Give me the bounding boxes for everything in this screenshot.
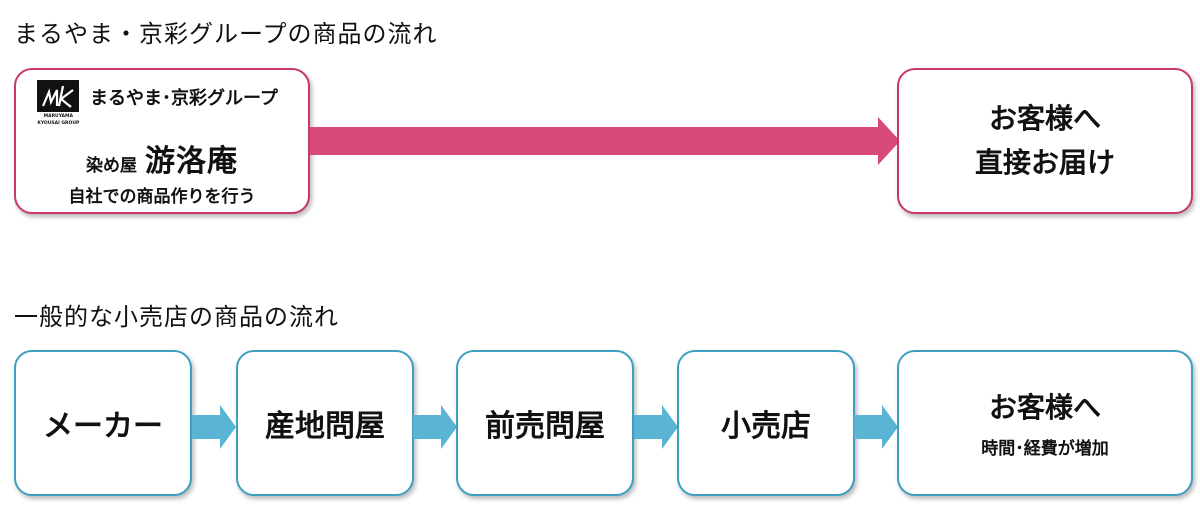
- top-section-title: まるやま・京彩グループの商品の流れ: [14, 20, 438, 48]
- flow-arrow-icon: [634, 405, 678, 449]
- flow-arrow-icon: [192, 405, 236, 449]
- step-box-maker: メーカー: [14, 350, 192, 496]
- logo-caption-2: KYOUSAI GROUP: [37, 120, 79, 126]
- destination-general-note: 時間･経費が増加: [981, 438, 1109, 459]
- shop-name: 游洛庵: [145, 144, 238, 179]
- brand-header: MARUYAMA KYOUSAI GROUP まるやま･京彩グループ: [34, 80, 278, 126]
- shop-description: 自社での商品作りを行う: [68, 187, 256, 207]
- step-box-retailer: 小売店: [677, 350, 855, 496]
- step-box-wholesaler: 前売問屋: [456, 350, 634, 496]
- step-box-origin-wholesaler: 産地問屋: [236, 350, 414, 496]
- flow-arrow-icon: [854, 405, 898, 449]
- destination-general-box: お客様へ 時間･経費が増加: [897, 350, 1193, 496]
- flow-arrow-icon: [413, 405, 457, 449]
- logo-caption-1: MARUYAMA: [43, 113, 73, 119]
- step-label: 前売問屋: [485, 409, 605, 444]
- step-label: メーカー: [43, 409, 163, 444]
- destination-direct-line2: 直接お届け: [974, 146, 1115, 179]
- bottom-section-title: 一般的な小売店の商品の流れ: [14, 303, 339, 331]
- destination-general-line1: お客様へ: [988, 390, 1101, 424]
- brand-box: MARUYAMA KYOUSAI GROUP まるやま･京彩グループ 染め屋 游…: [14, 68, 310, 214]
- step-label: 小売店: [721, 409, 811, 444]
- direct-flow-arrow-icon: [310, 117, 900, 165]
- shop-prefix: 染め屋: [86, 156, 137, 176]
- mk-logo: MARUYAMA KYOUSAI GROUP: [34, 80, 82, 126]
- mk-logo-icon: [37, 80, 79, 112]
- destination-direct-box: お客様へ 直接お届け: [897, 68, 1193, 214]
- step-label: 産地問屋: [265, 409, 385, 444]
- group-name: まるやま･京彩グループ: [90, 88, 278, 109]
- destination-direct-line1: お客様へ: [988, 102, 1101, 135]
- shop-row: 染め屋 游洛庵: [16, 136, 308, 180]
